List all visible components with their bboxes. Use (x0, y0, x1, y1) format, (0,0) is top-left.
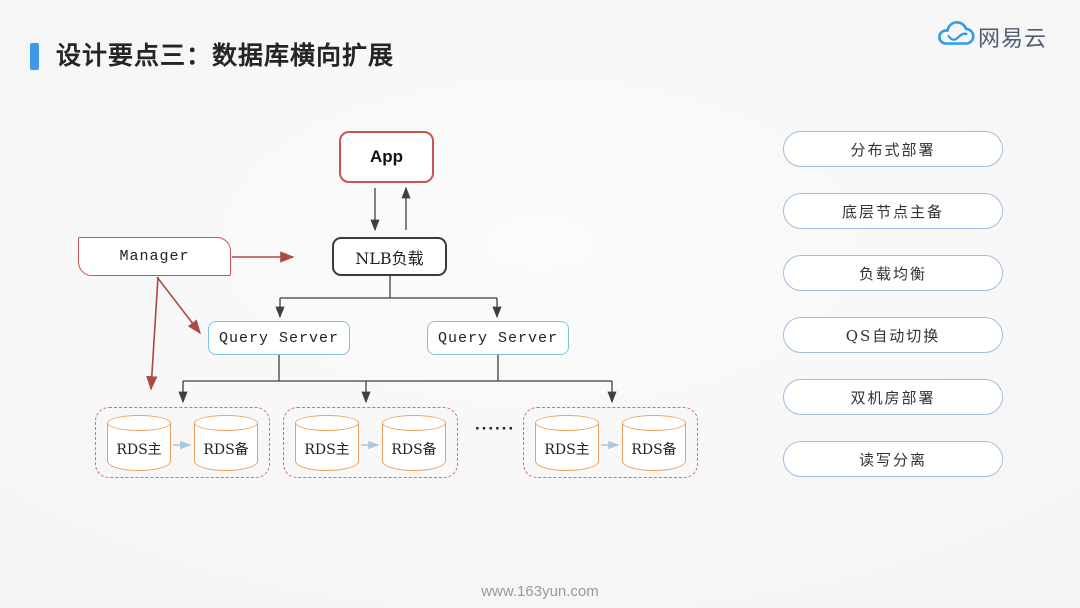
query-server-node-2: Query Server (427, 321, 569, 355)
rds-primary-cylinder: RDS主 (107, 415, 171, 472)
feature-pill-list: 分布式部署 底层节点主备 负载均衡 QS自动切换 双机房部署 读写分离 (783, 131, 1003, 503)
cylinder-top (622, 415, 686, 431)
netease-cloud-logo: 网易云 (935, 19, 1047, 55)
cylinder-top (194, 415, 258, 431)
cylinder-body (382, 423, 446, 471)
manager-label: Manager (119, 248, 190, 265)
title-accent-bar (30, 43, 39, 70)
app-label: App (369, 147, 404, 166)
rds-standby-label: RDS备 (391, 442, 437, 458)
rds-primary-cylinder: RDS主 (295, 415, 359, 472)
rds-primary-label: RDS主 (304, 442, 350, 458)
cylinder-body (107, 423, 171, 471)
pill-label: QS自动切换 (845, 326, 941, 345)
pill-label: 负载均衡 (858, 264, 927, 283)
query-server-label: Query Server (218, 329, 340, 347)
rds-group-3: RDS主 RDS备 (523, 407, 698, 478)
arrow-manager-to-rds (146, 276, 159, 391)
pill-dual-datacenter: 双机房部署 (783, 379, 1003, 415)
rds-standby-cylinder: RDS备 (194, 415, 258, 472)
cylinder-top (295, 415, 359, 431)
pill-label: 底层节点主备 (841, 202, 944, 221)
arrow-manager-to-qs1 (156, 276, 201, 335)
rds-standby-label: RDS备 (631, 442, 677, 458)
rds-primary-cylinder: RDS主 (535, 415, 599, 472)
page-title: 设计要点三：数据库横向扩展 (56, 42, 395, 70)
cylinder-body (295, 423, 359, 471)
rds-primary-label: RDS主 (116, 442, 162, 458)
pill-label: 分布式部署 (850, 140, 936, 159)
nlb-label: NLB负载 (355, 248, 424, 268)
pill-distributed-deployment: 分布式部署 (783, 131, 1003, 167)
rds-standby-cylinder: RDS备 (622, 415, 686, 472)
query-server-node-1: Query Server (208, 321, 350, 355)
cylinder-body (194, 423, 258, 471)
cylinder-body (535, 423, 599, 471)
pill-label: 双机房部署 (850, 388, 936, 407)
rds-primary-label: RDS主 (544, 442, 590, 458)
ellipsis: ······ (475, 419, 515, 438)
cylinder-top (535, 415, 599, 431)
rds-group-2: RDS主 RDS备 (283, 407, 458, 478)
rds-group-1: RDS主 RDS备 (95, 407, 270, 478)
app-node: App (339, 131, 434, 183)
cylinder-body (622, 423, 686, 471)
query-server-label: Query Server (437, 329, 559, 347)
pill-label: 读写分离 (858, 450, 927, 469)
footer-url: www.163yun.com (481, 583, 599, 600)
pill-qs-auto-failover: QS自动切换 (783, 317, 1003, 353)
logo-text: 网易云 (977, 26, 1047, 51)
pill-node-primary-standby: 底层节点主备 (783, 193, 1003, 229)
nlb-node: NLB负载 (332, 237, 447, 276)
manager-node: Manager (78, 237, 231, 276)
cylinder-top (382, 415, 446, 431)
pill-read-write-split: 读写分离 (783, 441, 1003, 477)
cylinder-top (107, 415, 171, 431)
pill-load-balancing: 负载均衡 (783, 255, 1003, 291)
rds-standby-label: RDS备 (203, 442, 249, 458)
rds-standby-cylinder: RDS备 (382, 415, 446, 472)
cloud-icon (935, 19, 975, 55)
